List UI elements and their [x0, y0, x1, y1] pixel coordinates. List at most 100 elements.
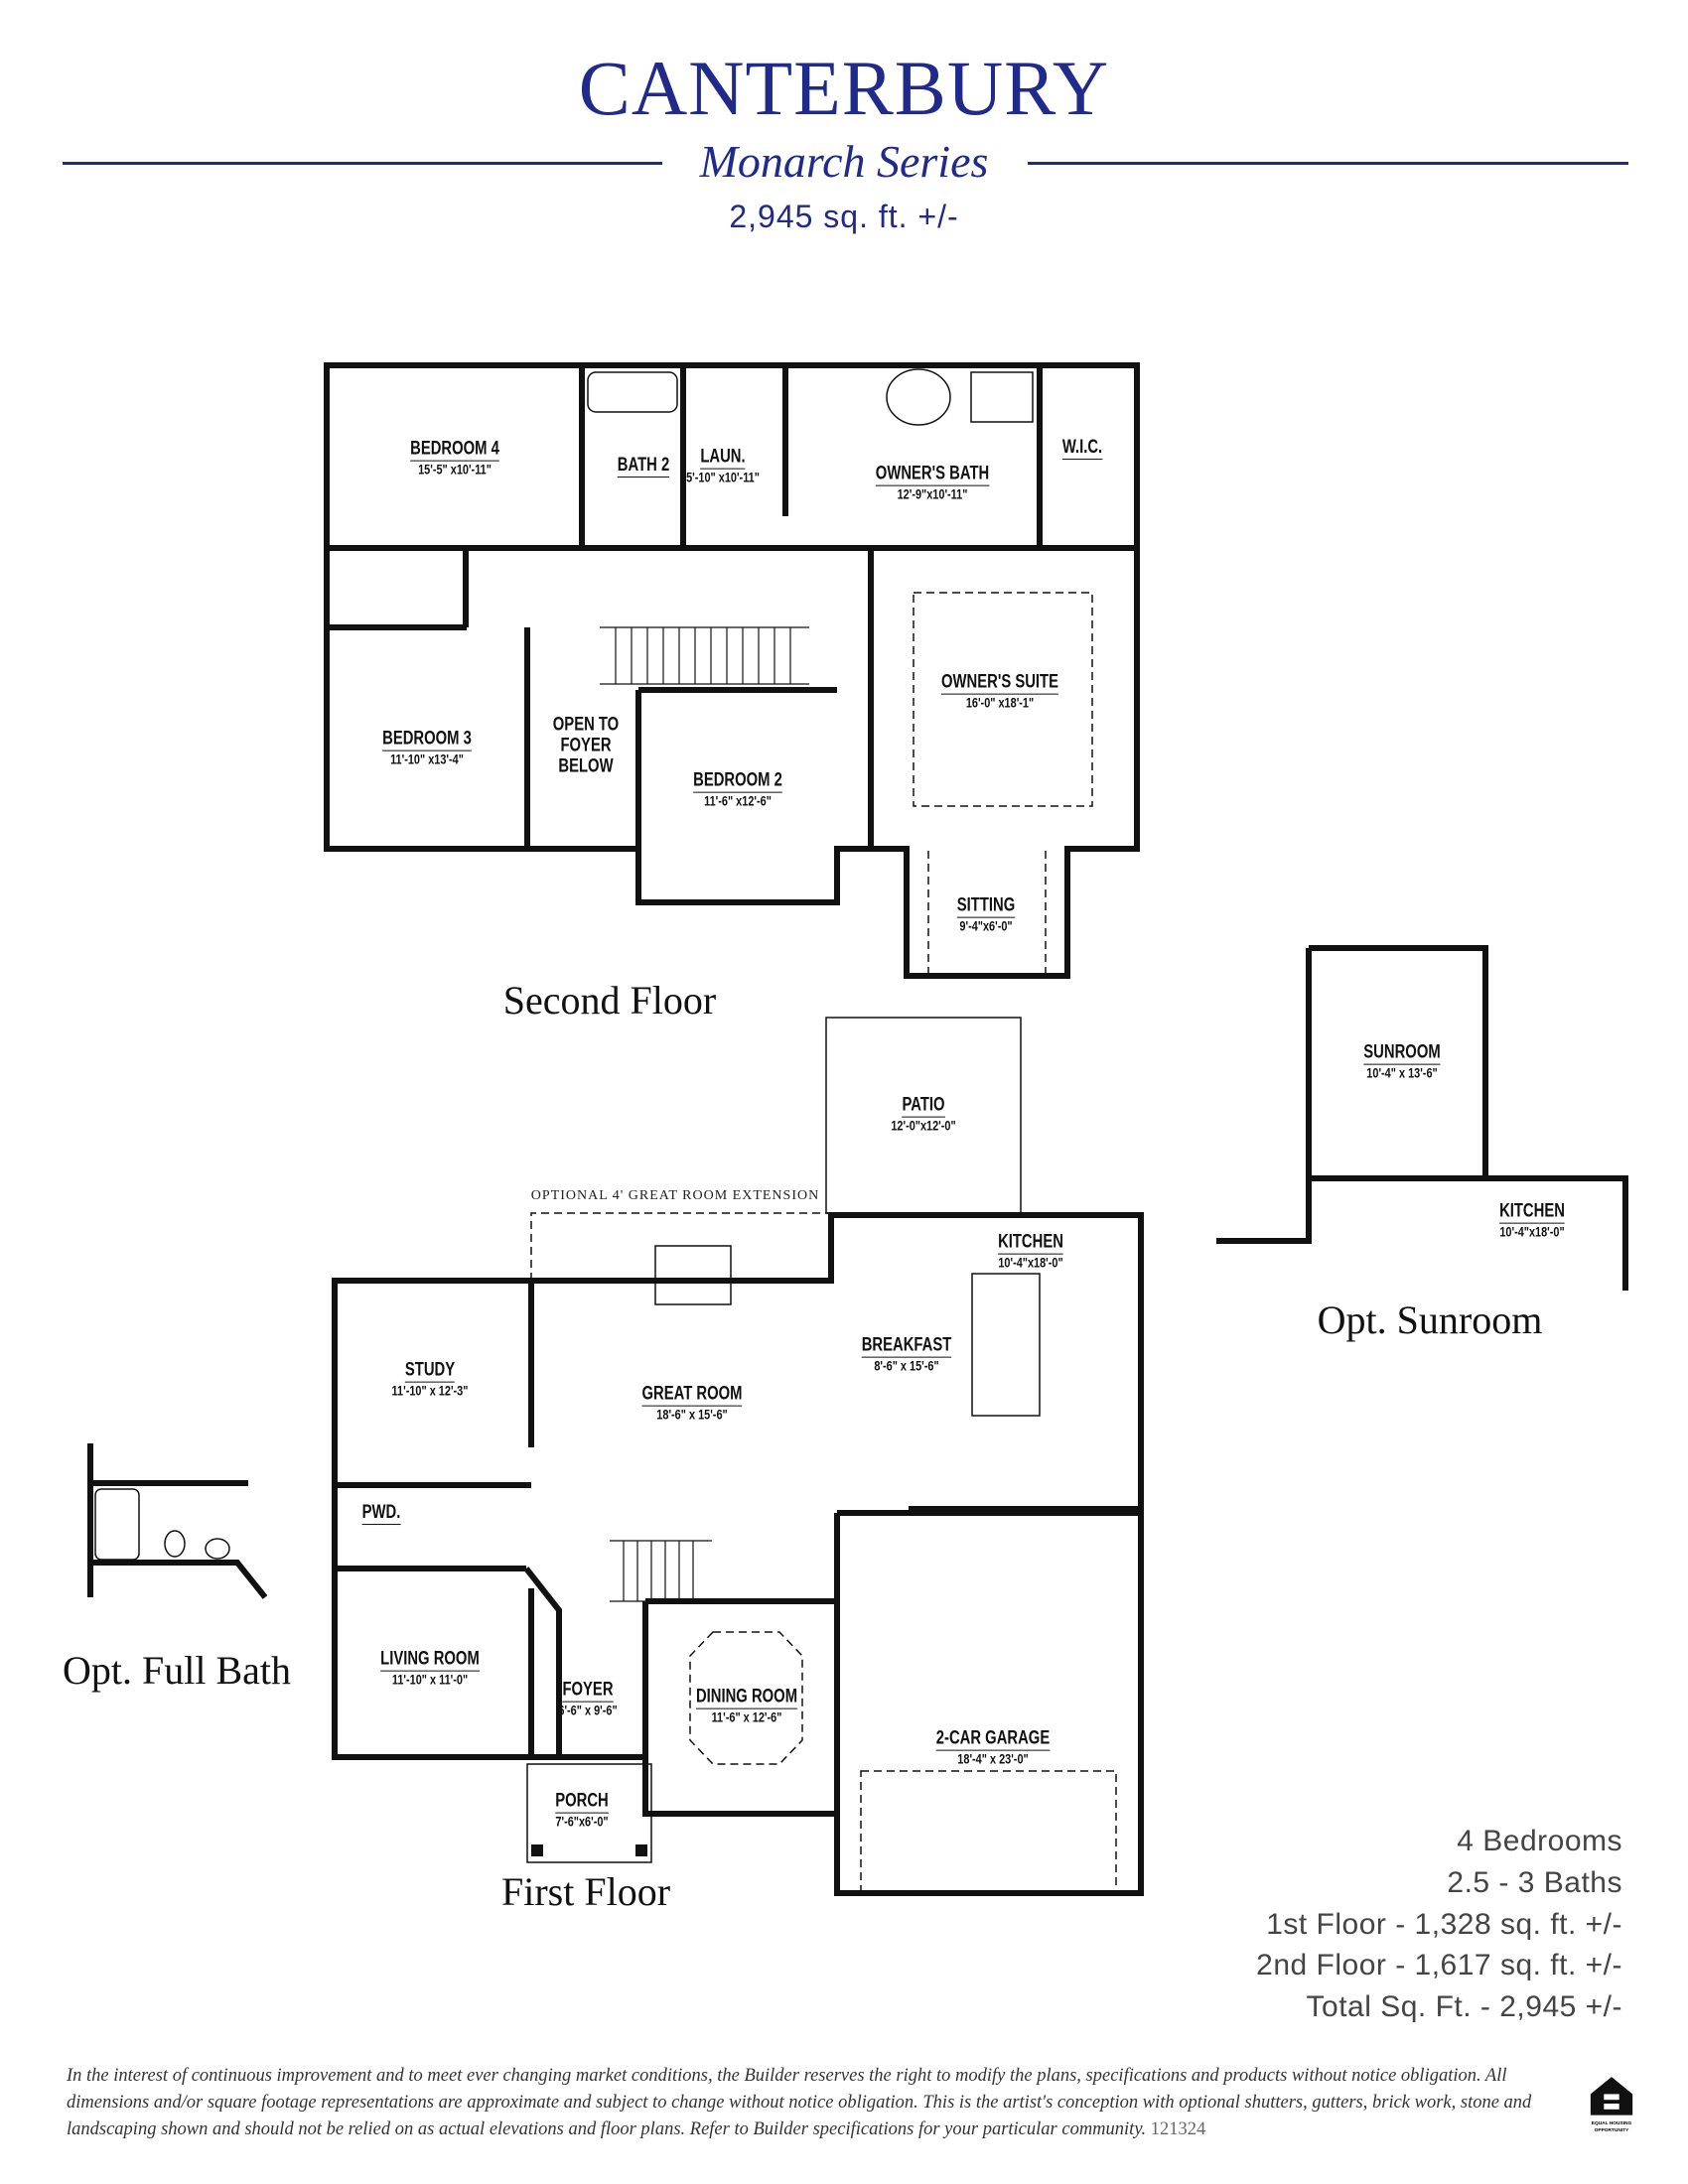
room-dims: 8'-6" x 15'-6"	[874, 1357, 939, 1374]
summary-first-floor: 1st Floor - 1,328 sq. ft. +/-	[1266, 1907, 1622, 1941]
room-name: SUNROOM	[1363, 1041, 1441, 1065]
room-bath-2: BATH 2	[617, 455, 670, 478]
eho-text-2: OPPORTUNITY	[1595, 2127, 1629, 2133]
room-name: LAUN.	[700, 446, 746, 470]
fireplace	[654, 1245, 732, 1305]
room-name: DINING ROOM	[695, 1686, 798, 1709]
first-floor-walls	[335, 1281, 1141, 1893]
plan-title: CANTERBURY	[578, 45, 1110, 131]
room-name-line: FOYER	[560, 735, 612, 756]
first-floor-label: First Floor	[500, 1869, 671, 1914]
room-dims: 12'-9"x10'-11"	[897, 485, 968, 502]
bathtub	[94, 1488, 140, 1561]
room-powder: PWD.	[361, 1502, 401, 1525]
room-name: OWNER'S BATH	[875, 463, 990, 486]
porch	[526, 1763, 652, 1863]
room-dims: 11'-6" x12'-6"	[704, 792, 772, 809]
opt-sunroom-label: Opt. Sunroom	[1317, 1297, 1543, 1342]
room-name: BEDROOM 2	[693, 769, 782, 793]
disclaimer-text: In the interest of continuous improvemen…	[67, 2066, 1532, 2139]
great-room-extension	[530, 1212, 831, 1281]
title-rule-left	[63, 162, 662, 165]
summary-total: Total Sq. Ft. - 2,945 +/-	[1306, 1990, 1622, 2024]
stairs	[600, 626, 809, 1602]
room-dims: 11'-10" x13'-4"	[390, 751, 464, 767]
room-name: OWNER'S SUITE	[941, 671, 1058, 695]
room-name: SITTING	[956, 894, 1016, 918]
kitchen-island	[971, 1273, 1041, 1417]
owners-suite-tray-ceiling	[913, 592, 1093, 807]
room-dims: 11'-6" x 12'-6"	[711, 1708, 782, 1725]
great-room-extension-note: OPTIONAL 4' GREAT ROOM EXTENSION	[530, 1188, 820, 1203]
summary-second-floor: 2nd Floor - 1,617 sq. ft. +/-	[1256, 1949, 1622, 1982]
title-rule-right	[1028, 162, 1628, 165]
room-name: KITCHEN	[998, 1231, 1063, 1255]
garage-door	[860, 1770, 1117, 1894]
room-name: PWD.	[361, 1502, 401, 1525]
room-name: 2-CAR GARAGE	[935, 1727, 1051, 1751]
room-dims: 10'-4" x 13'-6"	[1366, 1064, 1438, 1081]
room-dims: 10'-4"x18'-0"	[1499, 1223, 1565, 1240]
total-sqft: 2,945 sq. ft. +/-	[729, 199, 959, 234]
plan-summary: 4 Bedrooms 2.5 - 3 Baths 1st Floor - 1,3…	[1256, 1821, 1622, 2028]
summary-baths: 2.5 - 3 Baths	[1447, 1865, 1622, 1899]
room-dims: 11'-10" x 12'-3"	[391, 1382, 469, 1399]
first-floor-outline	[332, 1212, 1144, 1896]
room-dims: 11'-10" x 11'-0"	[391, 1671, 469, 1688]
bath2-tub	[587, 371, 678, 413]
room-name: STUDY	[404, 1359, 456, 1383]
room-name: W.I.C.	[1061, 437, 1103, 460]
room-dims: 5'-10" x10'-11"	[686, 469, 760, 485]
first-floor-stairs	[610, 1540, 712, 1602]
room-name: FOYER	[562, 1679, 614, 1703]
owners-shower	[970, 371, 1034, 423]
full-bath-walls	[87, 1443, 268, 1599]
room-name-line: OPEN TO	[552, 714, 620, 736]
sunroom-walls	[1216, 945, 1628, 1291]
toilet	[164, 1530, 186, 1558]
porch-columns	[531, 1844, 647, 1856]
room-name: KITCHEN	[1499, 1200, 1565, 1224]
room-dims: 10'-4"x18'-0"	[998, 1254, 1063, 1271]
room-laundry: LAUN.5'-10" x10'-11"	[686, 446, 760, 486]
room-name: BATH 2	[617, 455, 670, 478]
summary-bedrooms: 4 Bedrooms	[1457, 1825, 1622, 1857]
room-wic: W.I.C.	[1061, 437, 1103, 460]
second-floor-walls	[327, 365, 1137, 849]
room-name: BEDROOM 3	[382, 728, 472, 751]
room-name: PATIO	[902, 1094, 945, 1118]
disclaimer: In the interest of continuous improvemen…	[67, 2063, 1556, 2143]
second-floor-label: Second Floor	[502, 978, 717, 1023]
patio	[825, 1017, 1022, 1214]
eho-text: EQUAL HOUSING	[1592, 2120, 1632, 2126]
room-dims: 18'-6" x 15'-6"	[656, 1406, 728, 1423]
room-name: PORCH	[555, 1790, 609, 1814]
room-dims: 18'-4" x 23'-0"	[957, 1750, 1029, 1767]
equal-housing-opportunity-icon: EQUAL HOUSING OPPORTUNITY	[1590, 2077, 1633, 2133]
room-name: BEDROOM 4	[410, 438, 499, 462]
room-name: LIVING ROOM	[380, 1648, 480, 1672]
sink	[205, 1538, 230, 1560]
owners-tub	[886, 368, 951, 426]
room-name-line: BELOW	[558, 755, 614, 777]
series-name: Monarch Series	[699, 136, 989, 187]
room-dims: 7'-6"x6'-0"	[555, 1813, 609, 1830]
room-dims: 12'-0"x12'-0"	[891, 1117, 956, 1134]
room-name: BREAKFAST	[861, 1334, 952, 1358]
